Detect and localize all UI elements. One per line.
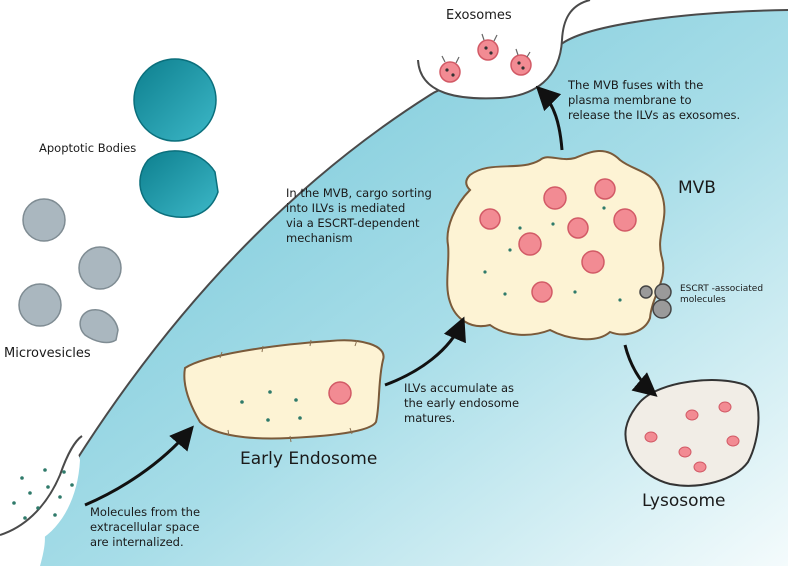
caption-ilv-accumulate: ILVs accumulate as the early endosome ma… (404, 381, 519, 426)
label-apoptotic-bodies: Apoptotic Bodies (39, 141, 137, 155)
arrow-exocytosis (535, 85, 564, 151)
caption-line: extracellular space (90, 520, 200, 534)
escrt-line: ESCRT -associated (680, 284, 764, 294)
extracellular-molecules (12, 468, 74, 520)
caption-internalized: Molecules from the extracellular space a… (90, 505, 200, 550)
caption-line: In the MVB, cargo sorting (286, 186, 432, 200)
microvesicle (18, 283, 62, 327)
lysosome-ilvs (644, 401, 740, 473)
apoptotic-body-budding (139, 150, 219, 218)
caption-line: matures. (404, 411, 456, 425)
endosome-receptors (219, 339, 358, 443)
caption-cargo-sorting: In the MVB, cargo sorting into ILVs is m… (286, 186, 432, 246)
escrt-molecules (639, 283, 672, 319)
label-mvb: MVB (678, 178, 716, 198)
caption-line: ILVs accumulate as (404, 381, 515, 395)
label-escrt-molecules: ESCRT -associated molecules (680, 284, 763, 306)
caption-line: Molecules from the (90, 505, 201, 519)
mvb (446, 150, 666, 341)
lysosome (624, 379, 760, 487)
exosome-bay-membrane (417, 0, 591, 100)
endosome-cargo (240, 390, 302, 422)
caption-line: release the ILVs as exosomes. (568, 108, 741, 122)
ilv (518, 232, 542, 256)
label-lysosome: Lysosome (642, 491, 726, 511)
label-microvesicles: Microvesicles (4, 346, 91, 361)
label-exosomes: Exosomes (446, 8, 512, 23)
ilv (567, 217, 589, 239)
escrt-line: molecules (680, 295, 726, 305)
caption-line: mechanism (286, 231, 353, 245)
caption-line: into ILVs is mediated (286, 201, 406, 215)
caption-line: via a ESCRT-dependent (286, 216, 420, 230)
exosome (510, 54, 532, 76)
endocytic-pocket-membrane (0, 435, 83, 536)
caption-line: plasma membrane to (568, 93, 692, 107)
arrow-internalization (84, 425, 194, 507)
apoptotic-bodies (133, 58, 219, 218)
exosome (477, 39, 499, 61)
early-endosome (183, 339, 385, 440)
caption-line: the early endosome (404, 396, 520, 410)
ilv (531, 281, 553, 303)
arrow-maturation (384, 316, 466, 387)
arrow-lysosome (623, 344, 658, 397)
label-early-endosome: Early Endosome (240, 449, 378, 469)
microvesicle (22, 198, 66, 242)
microvesicle (78, 246, 122, 290)
caption-line: The MVB fuses with the (568, 78, 704, 92)
microvesicles (18, 198, 122, 344)
exosome-cluster (439, 33, 532, 83)
ilv (479, 208, 501, 230)
ilv (543, 186, 567, 210)
ilv (581, 250, 605, 274)
mvb-cargo (483, 206, 622, 302)
ilv (328, 381, 352, 405)
ilv (594, 178, 616, 200)
ilv (613, 208, 637, 232)
microvesicle-budding (79, 309, 119, 344)
caption-line: are internalized. (90, 535, 184, 549)
mvb-ilvs (479, 178, 637, 303)
exosome (439, 61, 461, 83)
caption-mvb-fusion: The MVB fuses with the plasma membrane t… (568, 78, 740, 123)
apoptotic-body (133, 58, 217, 142)
